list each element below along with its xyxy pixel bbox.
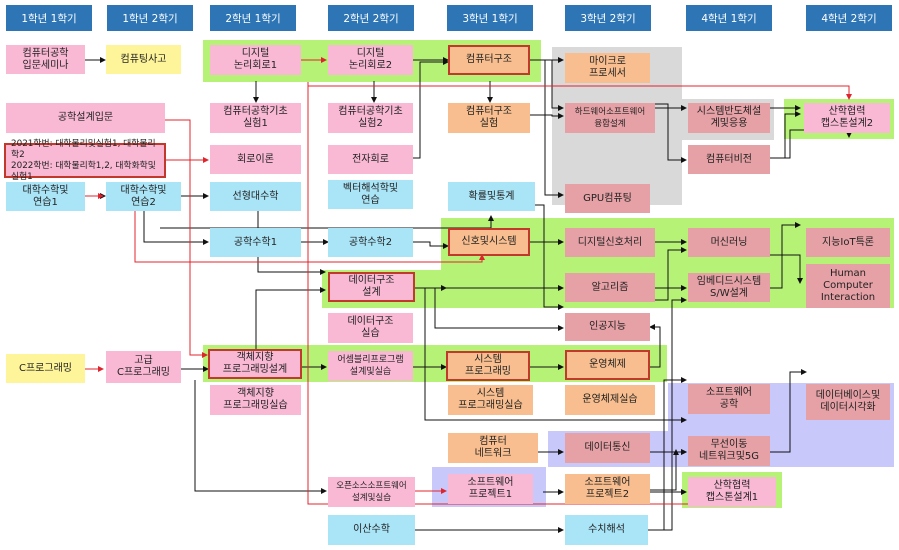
header-year4-sem2: 4학년 2학기 <box>806 5 892 31</box>
course-calculus2: 대학수학및 연습2 <box>106 182 181 211</box>
course-cs-lab1: 컴퓨터공학기초 실험1 <box>210 103 301 133</box>
course-data-structures: 데이터구조 설계 <box>328 272 415 302</box>
course-calculus1: 대학수학및 연습1 <box>6 182 85 211</box>
course-digital-logic2: 디지털 논리회로2 <box>328 45 413 75</box>
course-embedded-sw: 임베디드시스템 S/W설계 <box>688 273 770 302</box>
course-signals-systems: 신호및시스템 <box>448 228 530 256</box>
course-machine-learning: 머신러닝 <box>688 228 770 257</box>
header-year1-sem1: 1학년 1학기 <box>6 5 92 31</box>
course-computer-vision: 컴퓨터비전 <box>688 145 770 174</box>
course-soc-design: 시스템반도체설 계및응용 <box>688 103 770 133</box>
course-data-comm: 데이터통신 <box>565 433 650 463</box>
course-oop-lab: 객체지향 프로그래밍실습 <box>210 385 301 415</box>
course-vector-analysis: 벡터해석학및 연습 <box>328 180 413 209</box>
course-physics-note: 2021학번: 대학물리및실험1, 대학물리학2 2022학번: 대학물리학1,… <box>4 139 166 182</box>
course-c-programming: C프로그래밍 <box>6 354 85 383</box>
course-database-vis: 데이터베이스및 데이터시각화 <box>806 384 890 420</box>
course-networks: 컴퓨터 네트워크 <box>448 433 538 463</box>
course-circuit-theory: 회로이론 <box>210 145 301 174</box>
course-operating-systems: 운영체제 <box>565 350 650 380</box>
course-software-eng: 소프트웨어 공학 <box>688 384 770 414</box>
header-year3-sem1: 3학년 1학기 <box>447 5 533 31</box>
course-computer-architecture: 컴퓨터구조 <box>448 45 530 75</box>
course-numerical-analysis: 수치해석 <box>565 515 648 545</box>
course-sw-project1: 소프트웨어 프로젝트1 <box>448 474 533 504</box>
course-os-lab: 운영체제실습 <box>565 385 655 415</box>
course-cs-lab2: 컴퓨터공학기초 실험2 <box>328 103 413 133</box>
header-year2-sem1: 2학년 1학기 <box>210 5 296 31</box>
course-assembly: 어셈블리프로그램 설계및실습 <box>328 351 413 381</box>
course-hci: Human Computer Interaction <box>806 264 890 308</box>
course-intro-seminar: 컴퓨터공학 입문세미나 <box>6 45 85 74</box>
course-linear-algebra: 선형대수학 <box>210 182 301 211</box>
course-intelligent-iot: 지능IoT특론 <box>806 228 890 257</box>
course-ds-lab: 데이터구조 실습 <box>328 313 413 343</box>
header-year3-sem2: 3학년 2학기 <box>565 5 651 31</box>
course-microprocessor: 마이크로 프로세서 <box>565 53 650 83</box>
course-hw-sw-design: 하드웨어소프트웨어 융합설계 <box>565 103 655 133</box>
course-computing-thinking: 컴퓨팅사고 <box>106 45 181 74</box>
header-year2-sem2: 2학년 2학기 <box>328 5 414 31</box>
course-system-programming: 시스템 프로그래밍 <box>446 351 530 381</box>
course-eng-math2: 공학수학2 <box>328 228 413 257</box>
course-prob-stats: 확률및통계 <box>448 182 535 211</box>
course-eng-math1: 공학수학1 <box>210 228 301 257</box>
course-oop-design: 객체지향 프로그래밍설계 <box>208 349 302 379</box>
course-eng-design-intro: 공학설계입문 <box>6 103 165 133</box>
course-digital-logic1: 디지털 논리회로1 <box>210 45 301 75</box>
header-year1-sem2: 1학년 2학기 <box>107 5 193 31</box>
course-arch-lab: 컴퓨터구조 실험 <box>448 103 530 133</box>
course-capstone1: 산학협력 캡스톤설계1 <box>688 477 776 507</box>
course-capstone2: 산학협력 캡스톤설계2 <box>804 103 890 133</box>
header-year4-sem1: 4학년 1학기 <box>686 5 772 31</box>
course-gpu-computing: GPU컴퓨팅 <box>565 184 650 213</box>
course-wireless-5g: 무선이동 네트워크및5G <box>688 436 770 466</box>
course-sw-project2: 소프트웨어 프로젝트2 <box>565 474 650 504</box>
course-dsp: 디지털신호처리 <box>565 228 655 257</box>
course-algorithms: 알고리즘 <box>565 273 655 302</box>
course-advanced-c: 고급 C프로그래밍 <box>106 351 181 383</box>
course-discrete-math: 이산수학 <box>328 515 415 545</box>
course-ai: 인공지능 <box>565 313 650 341</box>
course-electronic-circuit: 전자회로 <box>328 145 413 174</box>
course-oss-design: 오픈소스소프트웨어 설계및실습 <box>328 477 415 507</box>
course-sysprog-lab: 시스템 프로그래밍실습 <box>448 385 533 415</box>
